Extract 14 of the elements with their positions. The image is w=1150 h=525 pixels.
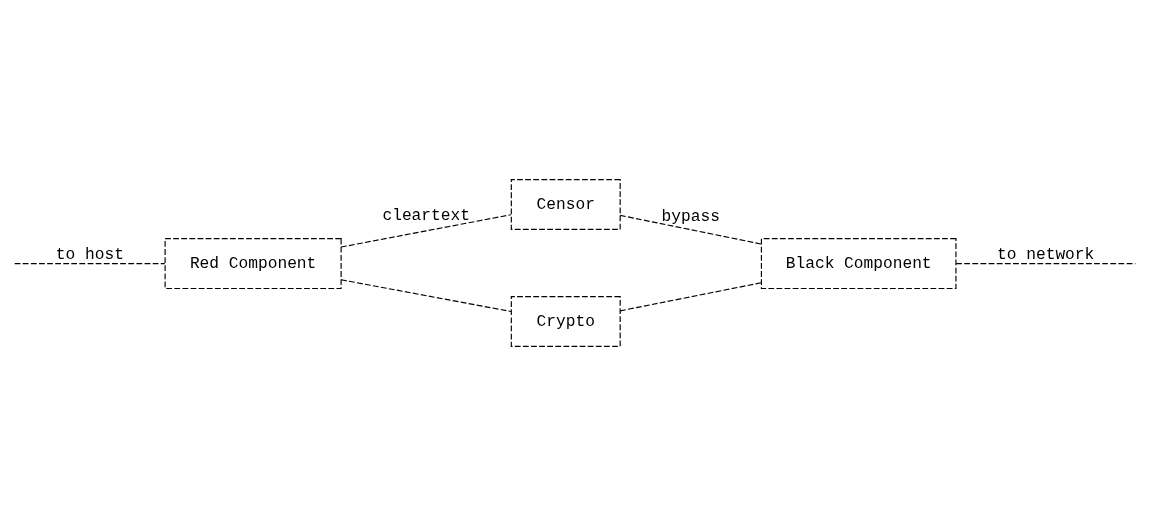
connector — [340, 213, 512, 248]
node-box: Black Component — [760, 237, 957, 289]
connector — [340, 278, 512, 312]
connector — [619, 281, 762, 311]
edge-label: cleartext — [382, 206, 470, 225]
node-box: Red Component — [164, 237, 342, 289]
edge-label: bypass — [661, 207, 720, 226]
connector — [14, 262, 166, 264]
connector — [955, 262, 1136, 264]
connector — [619, 214, 762, 245]
node-box: Censor — [510, 178, 621, 230]
node-box: Crypto — [510, 295, 621, 347]
edge-label: to network — [997, 245, 1095, 264]
edge-label: to host — [55, 245, 124, 264]
